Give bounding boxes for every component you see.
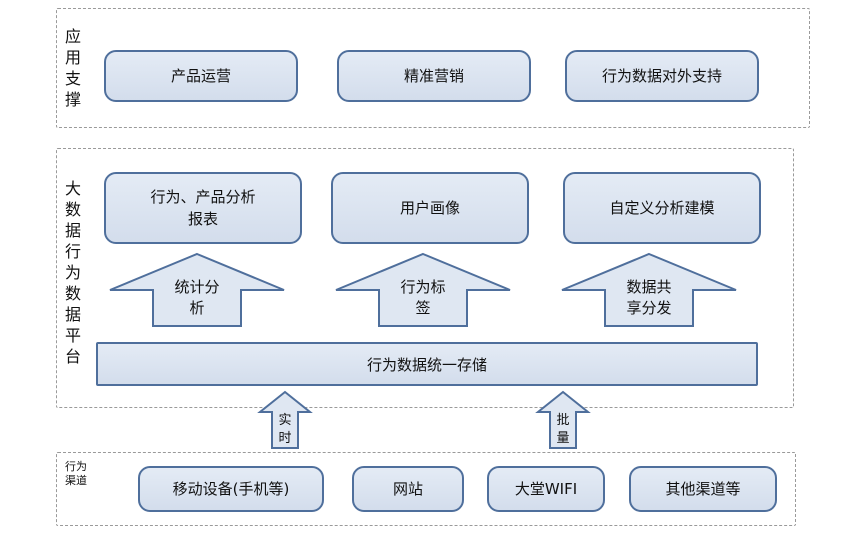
app-support-label: 应 用 支 撑 [64, 27, 81, 109]
precision-marketing-box: 精准营销 [337, 50, 531, 102]
data-sharing-arrow [561, 252, 737, 327]
behavior-tag-label: 行为标 签 [400, 278, 446, 317]
unified-storage-bar: 行为数据统一存储 [96, 342, 758, 386]
stats-analysis-arrow [109, 252, 285, 327]
realtime-label: 实 时 [278, 413, 292, 446]
behavior-tag-arrow [335, 252, 511, 327]
product-operation-box: 产品运营 [104, 50, 298, 102]
user-profile-box: 用户画像 [331, 172, 529, 244]
realtime-arrow [257, 390, 313, 449]
batch-arrow [535, 390, 591, 449]
stats-analysis-label: 统计分 析 [174, 278, 220, 317]
custom-modeling-box: 自定义分析建模 [563, 172, 761, 244]
app-support-layer [56, 8, 810, 128]
behavior-report-line1: 行为、产品分析 [150, 188, 256, 206]
behavior-report-line2: 报表 [187, 210, 218, 228]
behavior-report-box: 行为、产品分析 报表 [104, 172, 302, 244]
channels-label: 行为 渠道 [65, 460, 87, 487]
other-channels-box: 其他渠道等 [629, 466, 777, 512]
platform-layer [56, 148, 794, 408]
website-box: 网站 [352, 466, 464, 512]
mobile-device-box: 移动设备(手机等) [138, 466, 324, 512]
batch-label: 批 量 [556, 413, 570, 446]
channels-layer [56, 452, 796, 526]
external-data-support-box: 行为数据对外支持 [565, 50, 759, 102]
platform-label: 大 数 据 行 为 数 据 平 台 [64, 179, 81, 366]
data-sharing-label: 数据共 享分发 [626, 278, 672, 317]
lobby-wifi-box: 大堂WIFI [487, 466, 605, 512]
